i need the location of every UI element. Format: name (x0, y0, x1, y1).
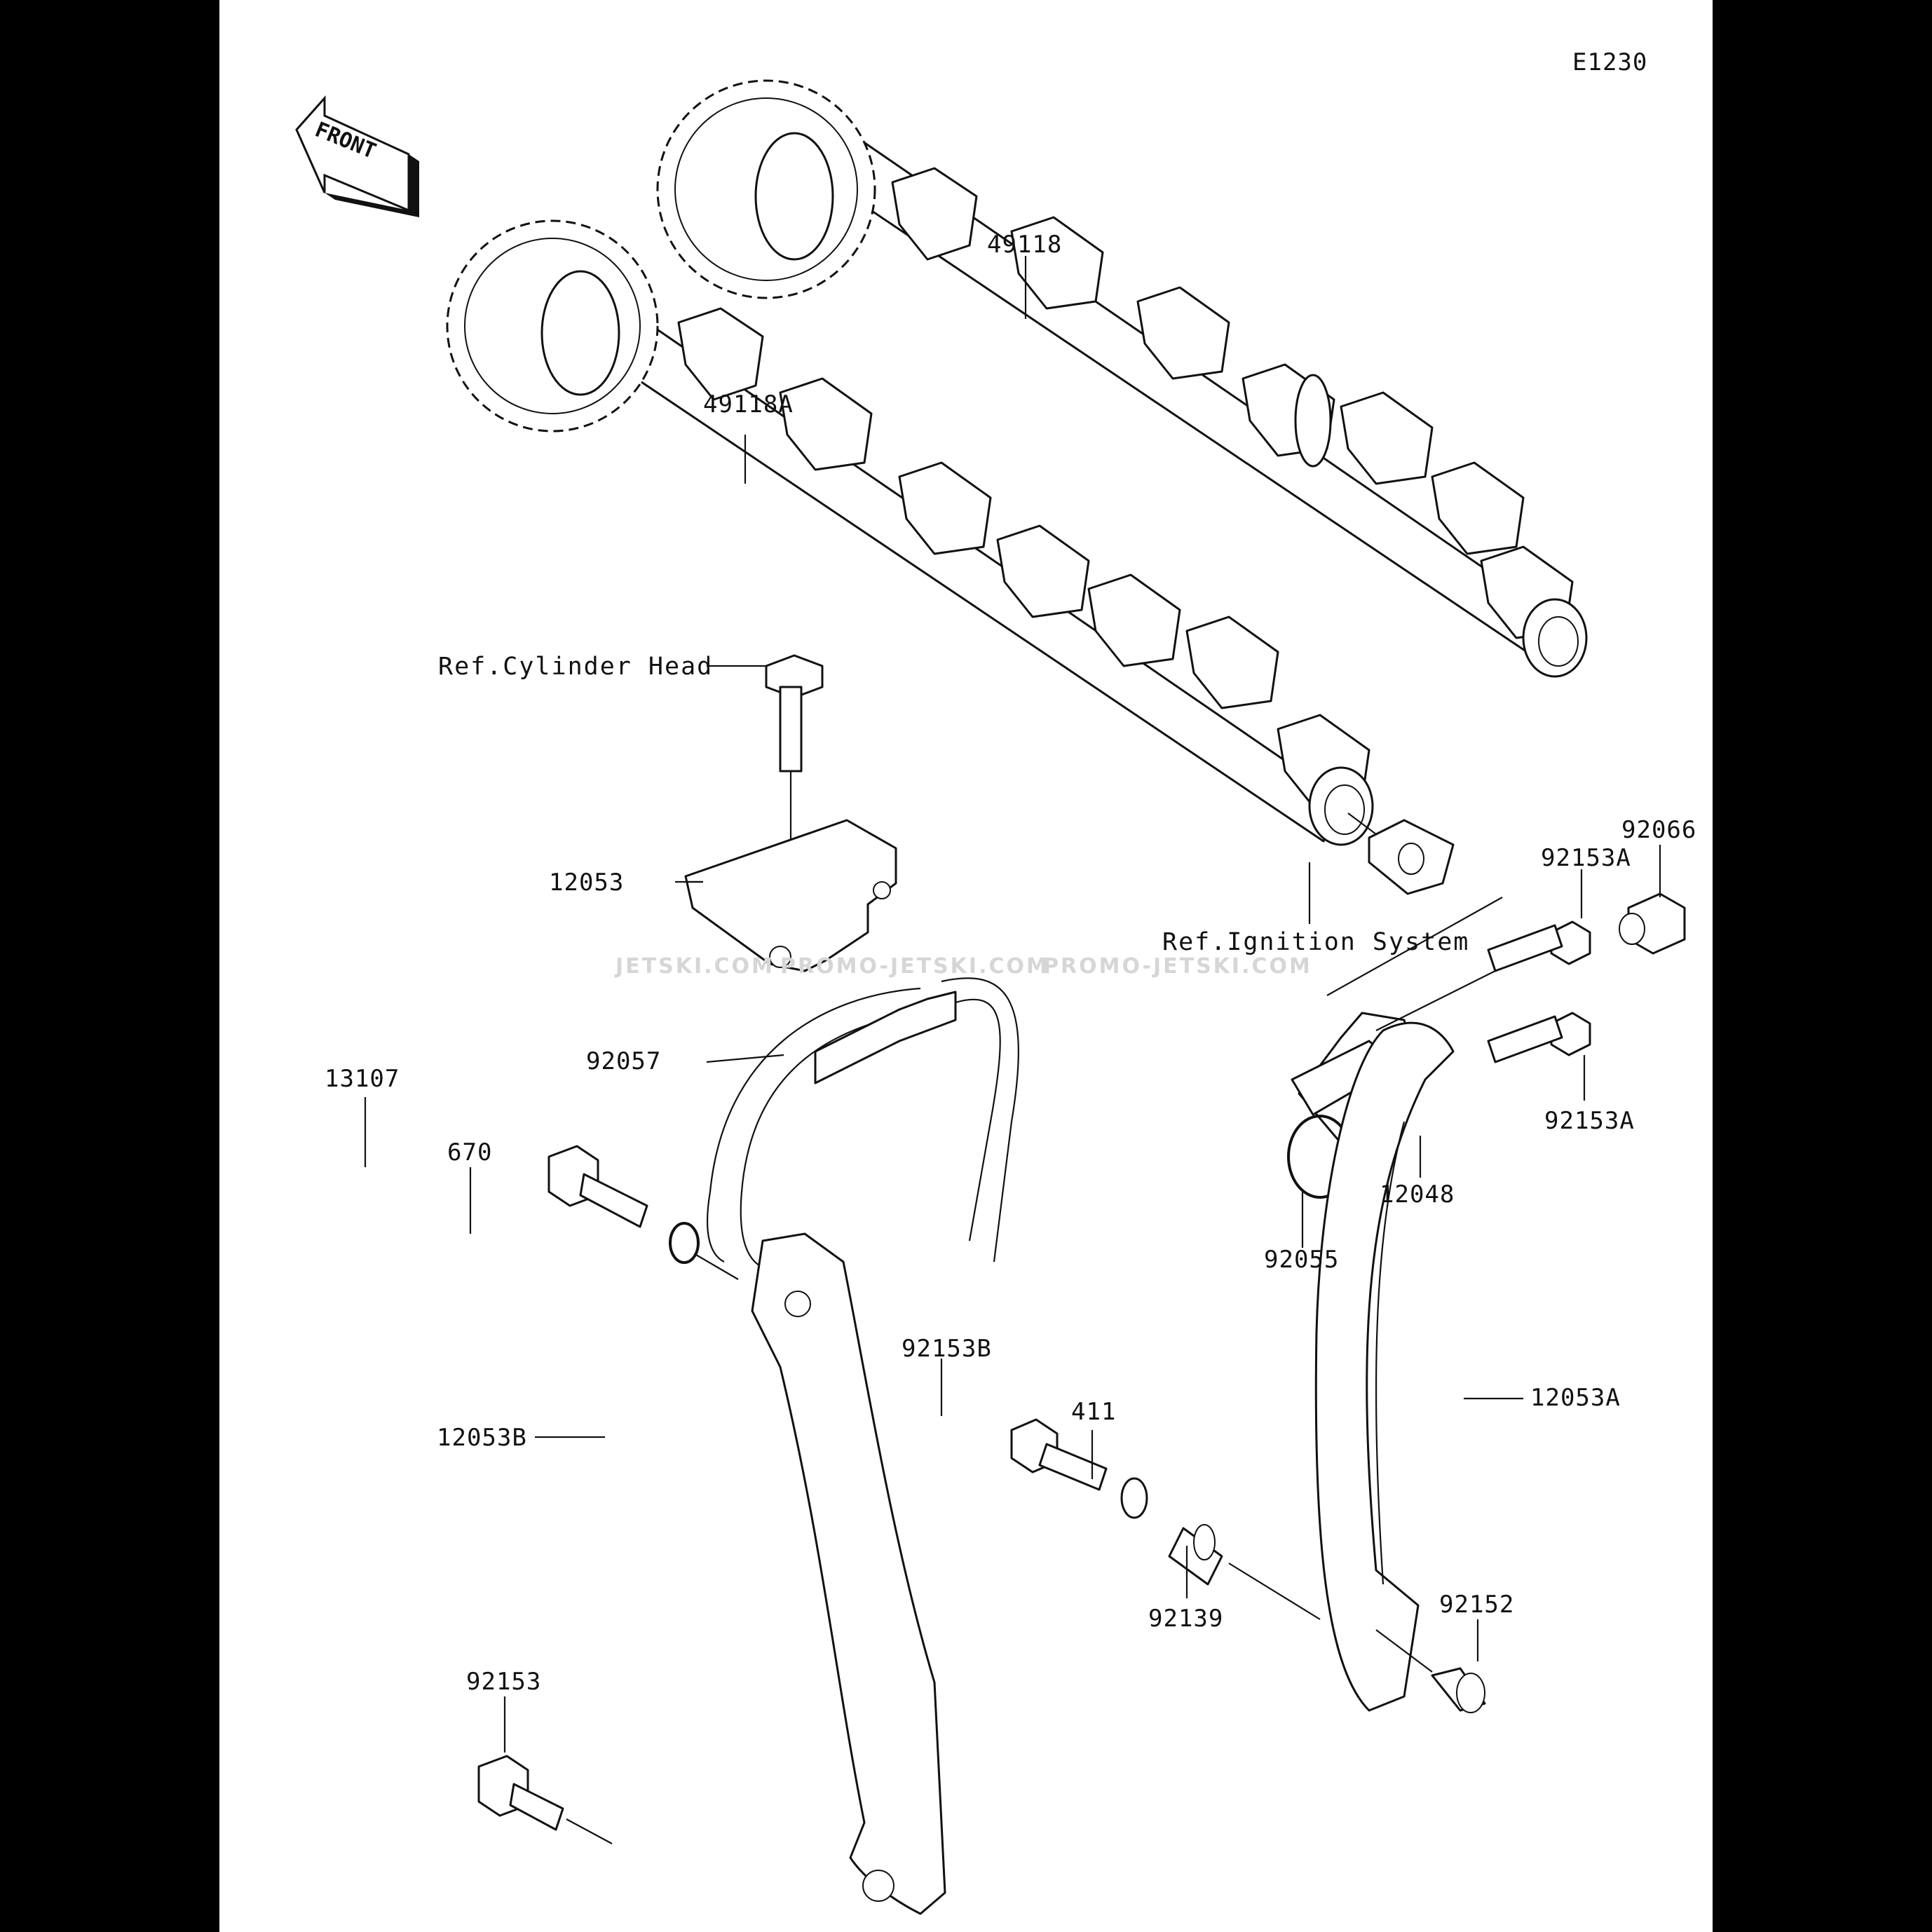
chain-guide-front (1314, 1021, 1455, 1712)
label-670: 670 (447, 1138, 492, 1166)
label-92153a-top: 92153A (1541, 844, 1631, 872)
label-12053a: 12053A (1530, 1384, 1621, 1412)
label-92055: 92055 (1264, 1246, 1339, 1274)
tensioner-cap-bolt (1619, 892, 1686, 955)
exploded-view: E1230 FRONT (295, 48, 1696, 1915)
bolt-92153 (477, 1755, 564, 1831)
label-12048: 12048 (1380, 1181, 1455, 1209)
watermark-1: JETSKI.COM (614, 954, 775, 979)
label-12053b: 12053B (437, 1424, 527, 1452)
timing-chain (706, 977, 1019, 1270)
watermark-3: PROMO-JETSKI.COM (1043, 954, 1312, 979)
washer-411 (1120, 1477, 1148, 1519)
label-49118a: 49118A (703, 390, 794, 419)
collar-92152 (1431, 1667, 1486, 1713)
label-92153: 92153 (466, 1668, 541, 1696)
camshaft-intake (446, 219, 1374, 846)
chain-guide-rear (751, 1232, 946, 1915)
tensioner-bolt-1 (1487, 920, 1591, 972)
label-13107: 13107 (325, 1065, 400, 1093)
front-arrow-icon: FRONT (295, 95, 419, 217)
label-12053: 12053 (549, 869, 624, 897)
ref-ignition-system: Ref.Ignition System (1162, 928, 1469, 956)
guide-bolt-13107 (547, 1145, 648, 1228)
watermark-2: PROMO-JETSKI.COM (780, 954, 1049, 979)
label-92066: 92066 (1621, 816, 1696, 844)
label-92152: 92152 (1439, 1591, 1514, 1619)
parts-diagram-sheet: E1230 FRONT (219, 0, 1713, 1932)
label-49118: 49118 (987, 231, 1062, 259)
o-ring-670 (669, 1222, 700, 1264)
label-411: 411 (1071, 1398, 1116, 1426)
sprocket-exhaust (656, 79, 876, 299)
cylinder-head-bolt (765, 654, 824, 967)
collar-92139 (1168, 1524, 1223, 1586)
label-92057: 92057 (586, 1047, 661, 1075)
label-92153a-bottom: 92153A (1544, 1107, 1635, 1135)
chain-guide-upper (684, 819, 897, 972)
diagram-code: E1230 (1572, 48, 1647, 76)
tensioner-bolt-2 (1487, 1012, 1591, 1063)
label-92139: 92139 (1148, 1605, 1223, 1633)
ref-cylinder-head: Ref.Cylinder Head (438, 653, 713, 681)
camshaft-exhaust (656, 79, 1588, 678)
sprocket-intake (446, 219, 659, 433)
bolt-92153b (1010, 1418, 1108, 1491)
label-92153b: 92153B (902, 1335, 992, 1363)
ignition-rotor-coupler (1347, 812, 1455, 895)
